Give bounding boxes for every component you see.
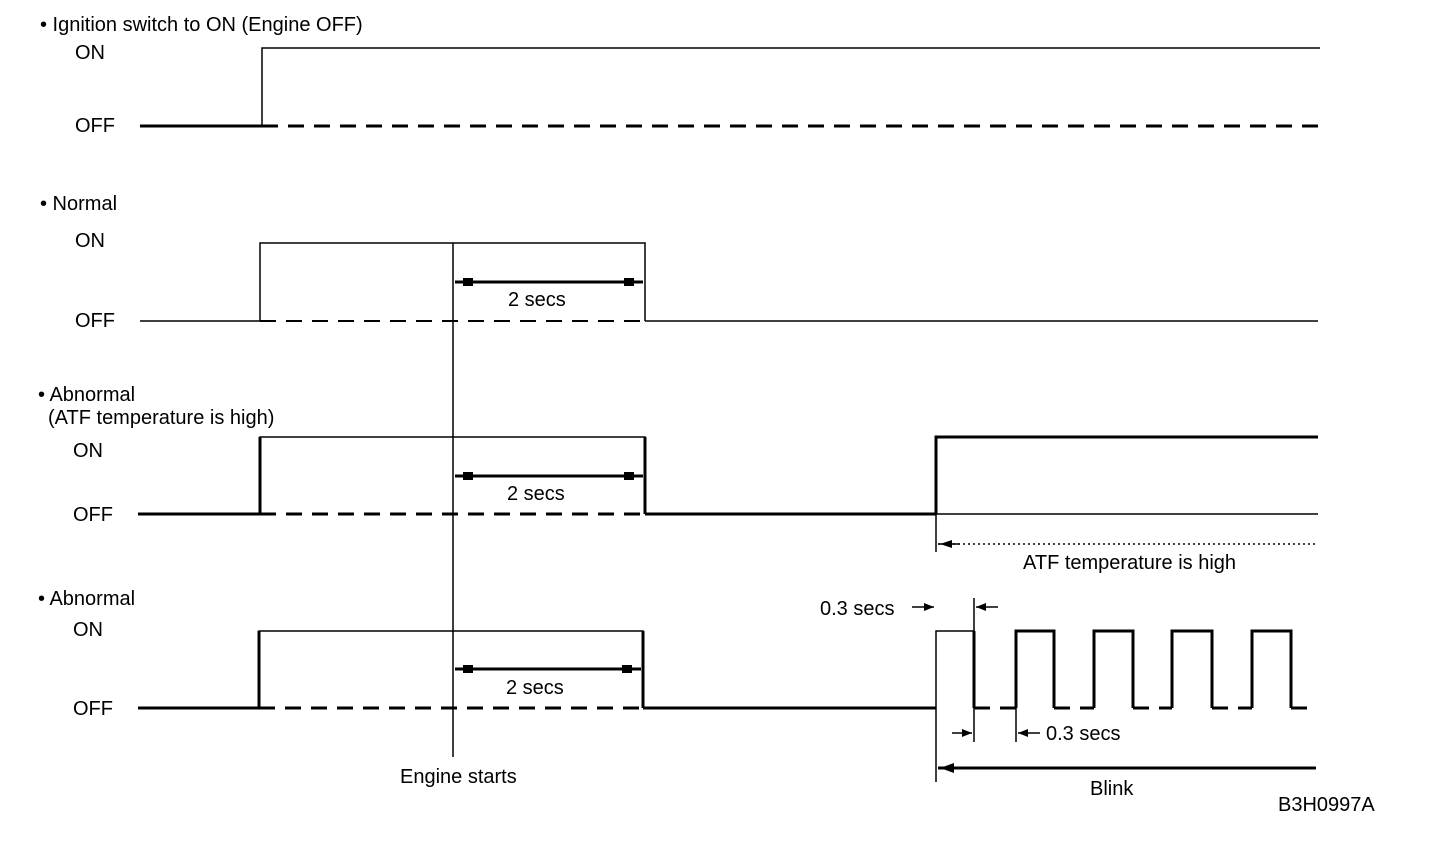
abnormal-atf-title: • Abnormal: [38, 384, 135, 406]
engine-starts-label: Engine starts: [400, 766, 517, 788]
abnormal-blink-duration-label: 2 secs: [506, 677, 564, 699]
blink-pulse-4: [1170, 629, 1214, 708]
abnormal-blink-section: • Abnormal ON OFF 2 secs 0.3 secs: [38, 588, 1316, 800]
abnormal-atf-duration-label: 2 secs: [507, 483, 565, 505]
abnormal-atf-condition-label: ATF temperature is high: [1023, 552, 1236, 574]
normal-on-label: ON: [75, 230, 105, 252]
on-time-label: 0.3 secs: [820, 598, 894, 620]
ignition-title: • Ignition switch to ON (Engine OFF): [40, 14, 363, 36]
abnormal-blink-duration-tick-right: [622, 665, 632, 673]
abnormal-blink-title: • Abnormal: [38, 588, 135, 610]
blink-label: Blink: [1090, 778, 1134, 800]
blink-pulse-1: [935, 630, 975, 708]
abnormal-atf-section: • Abnormal (ATF temperature is high) ON …: [38, 384, 1318, 574]
abnormal-atf-off-label: OFF: [73, 504, 113, 526]
ignition-off-label: OFF: [75, 115, 115, 137]
abnormal-atf-high-signal: [934, 435, 1318, 514]
on-time-arrowhead-left: [924, 603, 934, 611]
abnormal-atf-duration-tick-right: [624, 472, 634, 480]
normal-section: • Normal ON OFF 2 secs: [40, 193, 1318, 332]
figure-id: B3H0997A: [1278, 794, 1375, 816]
normal-title: • Normal: [40, 193, 117, 215]
normal-duration-tick-left: [463, 278, 473, 286]
abnormal-blink-on-label: ON: [73, 619, 103, 641]
abnormal-atf-on-label: ON: [73, 440, 103, 462]
abnormal-atf-condition-arrowhead: [940, 540, 952, 548]
off-time-arrowhead-left: [962, 729, 972, 737]
normal-off-label: OFF: [75, 310, 115, 332]
normal-duration-label: 2 secs: [508, 289, 566, 311]
normal-duration-tick-right: [624, 278, 634, 286]
ignition-on-label: ON: [75, 42, 105, 64]
ignition-signal: [261, 47, 1320, 126]
off-time-label: 0.3 secs: [1046, 723, 1120, 745]
blink-pulse-2: [1014, 629, 1056, 708]
ignition-section: • Ignition switch to ON (Engine OFF) ON …: [40, 14, 1320, 137]
off-time-arrowhead-right: [1018, 729, 1028, 737]
abnormal-atf-duration-tick-left: [463, 472, 473, 480]
abnormal-blink-off-label: OFF: [73, 698, 113, 720]
abnormal-blink-duration-tick-left: [463, 665, 473, 673]
on-time-arrowhead-right: [976, 603, 986, 611]
abnormal-atf-subtitle: (ATF temperature is high): [48, 407, 274, 429]
blink-pulse-3: [1092, 629, 1135, 708]
blink-pulse-5: [1250, 629, 1293, 708]
blink-span-arrowhead: [940, 763, 954, 773]
